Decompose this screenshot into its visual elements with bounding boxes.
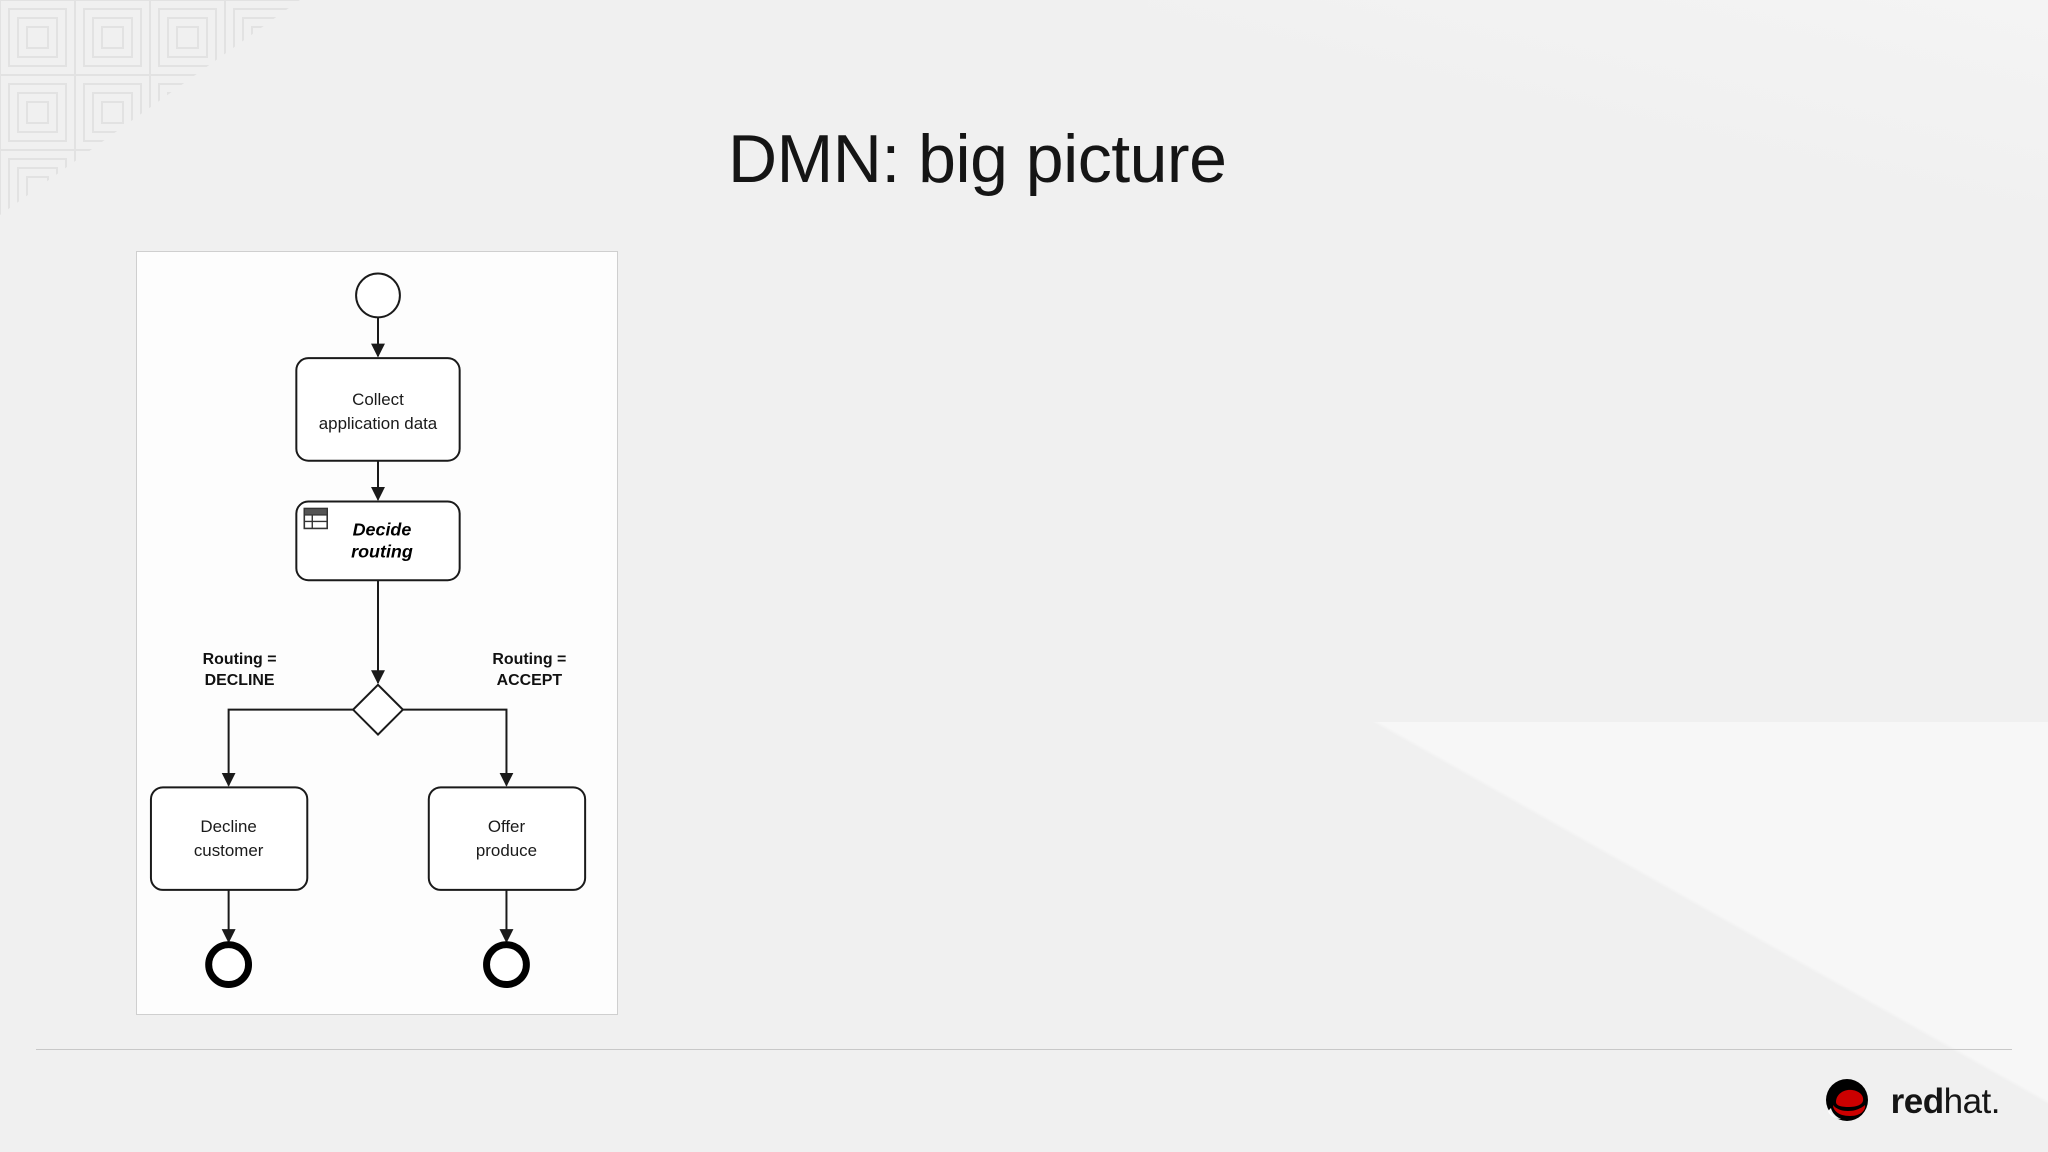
task-decline-label-line1: Decline bbox=[200, 817, 256, 836]
flow-label-decline: Routing = DECLINE bbox=[203, 651, 277, 689]
redhat-logo: redhat. bbox=[1819, 1074, 2001, 1128]
page-title: DMN: big picture bbox=[728, 121, 1227, 197]
corner-pattern-decoration bbox=[0, 0, 300, 215]
task-decline-customer: Decline customer bbox=[149, 786, 309, 891]
task-offer-box bbox=[427, 786, 587, 891]
task-collect-box bbox=[295, 357, 461, 462]
flow-label-accept-line1: Routing = bbox=[492, 651, 566, 668]
task-offer-label-line1: Offer bbox=[488, 817, 526, 836]
redhat-word-hat: hat. bbox=[1943, 1081, 2001, 1121]
exclusive-gateway bbox=[351, 683, 405, 736]
end-event-decline bbox=[205, 941, 253, 989]
task-decline-label-line2: customer bbox=[194, 841, 264, 860]
flow-gateway-to-decline bbox=[221, 708, 354, 787]
decision-table-icon bbox=[303, 507, 329, 530]
flow-label-accept: Routing = ACCEPT bbox=[492, 651, 566, 689]
footer-divider bbox=[36, 1049, 2012, 1050]
bpmn-diagram-svg: Collect application data Decide routing bbox=[149, 272, 587, 989]
task-decline-box bbox=[149, 786, 309, 891]
flow-label-accept-line2: ACCEPT bbox=[497, 672, 563, 689]
flow-gateway-to-offer bbox=[402, 708, 514, 787]
task-collect-label-line1: Collect bbox=[352, 390, 404, 409]
task-offer-label-line2: produce bbox=[476, 841, 537, 860]
task-decide-box bbox=[295, 500, 461, 582]
flow-label-decline-line2: DECLINE bbox=[205, 672, 275, 689]
task-collect-label-line2: application data bbox=[319, 414, 438, 433]
task-collect-application-data: Collect application data bbox=[295, 357, 461, 462]
task-decide-label-line2: routing bbox=[351, 541, 413, 561]
sequence-flows bbox=[221, 317, 514, 944]
end-event-accept bbox=[483, 941, 530, 989]
redhat-shadowman-icon bbox=[1825, 1079, 1868, 1121]
corner-pattern-svg bbox=[0, 0, 300, 215]
top-right-sheen bbox=[1148, 0, 2048, 200]
redhat-wordmark: redhat. bbox=[1890, 1081, 2001, 1121]
task-offer-produce: Offer produce bbox=[427, 786, 587, 891]
task-decide-label-line1: Decide bbox=[353, 519, 412, 539]
flow-label-decline-line1: Routing = bbox=[203, 651, 277, 668]
task-decide-routing: Decide routing bbox=[295, 500, 461, 582]
bpmn-diagram-panel: Collect application data Decide routing bbox=[136, 251, 618, 1015]
redhat-word-red: red bbox=[1890, 1081, 1944, 1121]
start-event bbox=[355, 272, 401, 319]
